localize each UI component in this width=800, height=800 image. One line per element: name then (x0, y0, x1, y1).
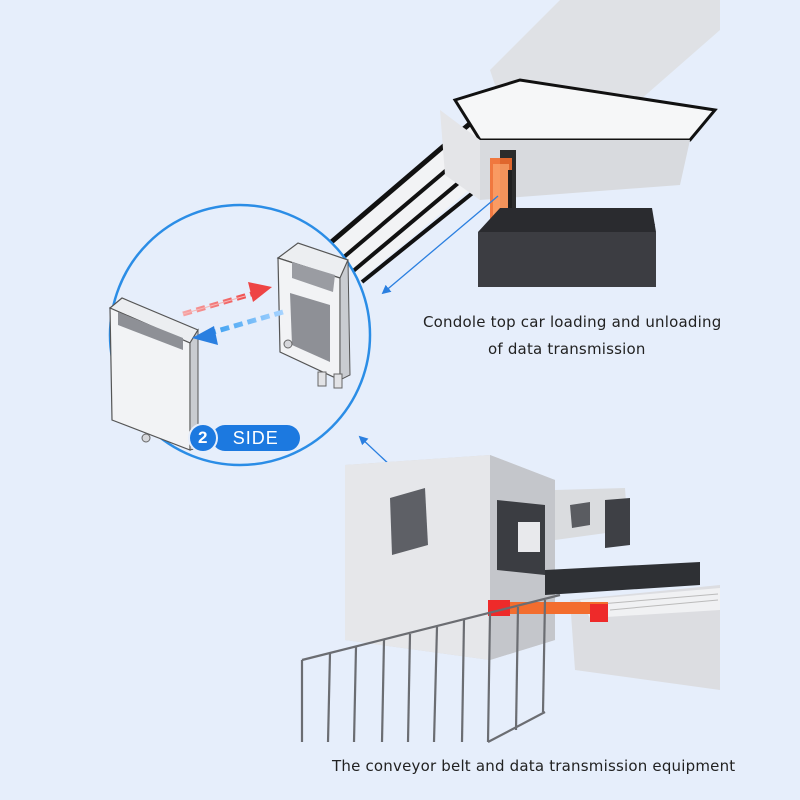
conveyor-belt (545, 562, 720, 690)
caption-conveyor: The conveyor belt and data transmission … (332, 757, 736, 775)
sensor-receiver (276, 242, 351, 389)
conveyor-machine-small (555, 488, 630, 548)
caption-gondola-line1: Condole top car loading and unloading (423, 313, 722, 331)
side-badge-label: SIDE (211, 425, 300, 451)
conveyor-machine-large (345, 455, 555, 660)
sensor-emitter (108, 297, 199, 451)
gondola-car (440, 0, 720, 287)
side-badge: 2 SIDE (188, 423, 300, 453)
safety-railing (300, 593, 561, 743)
signal-arrow-blue (192, 309, 284, 345)
pointer-arrow-gondola (381, 195, 499, 295)
caption-gondola-line2: of data transmission (488, 340, 646, 358)
side-badge-number: 2 (188, 423, 218, 453)
signal-line-red (182, 295, 246, 315)
